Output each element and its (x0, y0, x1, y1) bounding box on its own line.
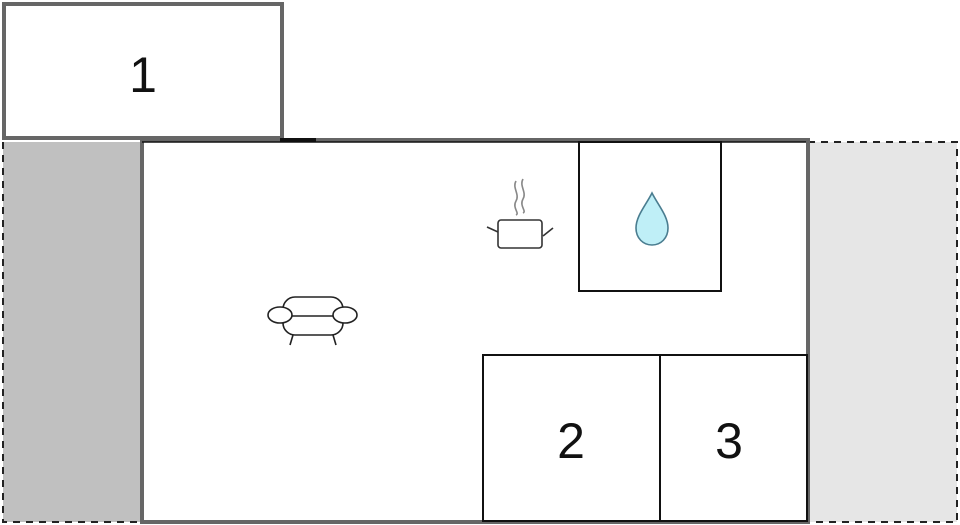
sofa-icon (267, 296, 358, 346)
right-terrace-dashed-border (808, 141, 958, 523)
right-terrace (808, 142, 957, 522)
cooking-pot-icon (486, 178, 554, 249)
room-3-label: 3 (715, 413, 743, 469)
room-1-label: 1 (129, 47, 157, 103)
room-2-label: 2 (557, 413, 585, 469)
water-drop-icon (635, 191, 669, 246)
left-terrace (3, 142, 142, 522)
room-3 (659, 354, 808, 522)
left-terrace-dashed-border (2, 142, 142, 523)
